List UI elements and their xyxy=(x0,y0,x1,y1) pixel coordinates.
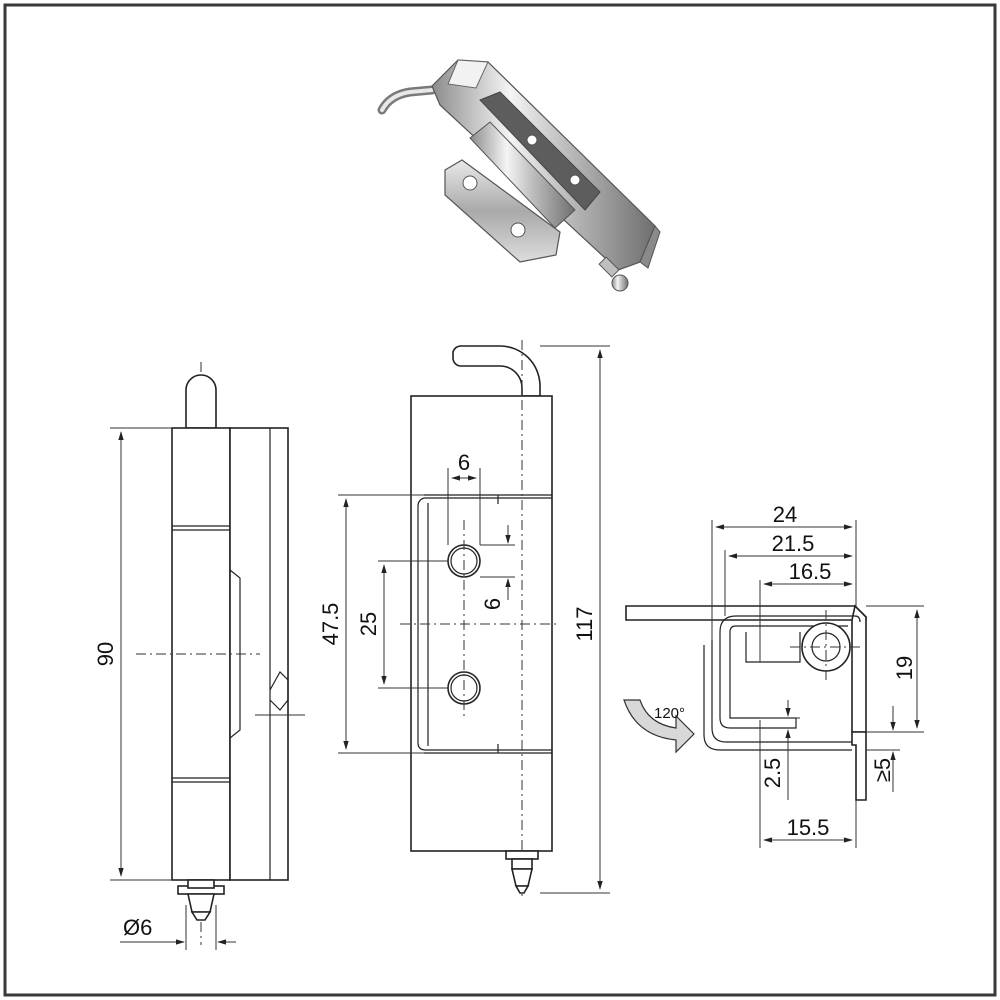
front-view: 6 6 25 47.5 117 xyxy=(318,340,610,900)
top-view: 120° 24 21.5 16.5 19 ≥5 2.5 15.5 xyxy=(623,502,924,848)
dim-top-h19: 19 xyxy=(892,656,917,680)
dim-top-bottom-width: 15.5 xyxy=(787,815,830,840)
dim-rotation-angle: 120° xyxy=(654,705,685,722)
dim-hole-spacing: 25 xyxy=(356,612,381,636)
dim-leaf-length: 47.5 xyxy=(318,603,343,646)
dim-hole-width: 6 xyxy=(458,450,470,475)
rotation-arrow xyxy=(623,699,695,754)
dim-side-height: 90 xyxy=(93,642,118,666)
drawing-frame xyxy=(3,3,997,997)
dim-hole-height: 6 xyxy=(480,598,505,610)
dim-total-length: 117 xyxy=(572,606,597,641)
dim-top-w2: 21.5 xyxy=(772,531,815,556)
side-view: 90 Ø6 xyxy=(93,362,305,950)
dim-top-w3: 16.5 xyxy=(789,559,832,584)
dim-top-gap: ≥5 xyxy=(870,758,895,782)
dim-top-thickness: 2.5 xyxy=(760,758,785,789)
hinge-photo xyxy=(377,59,661,292)
dim-pin-diameter: Ø6 xyxy=(123,915,152,940)
dim-top-w1: 24 xyxy=(773,502,797,527)
